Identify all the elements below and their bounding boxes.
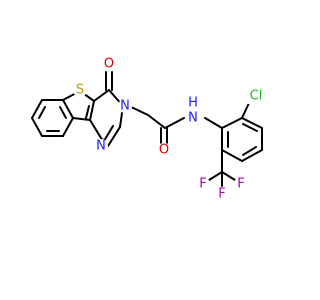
atom-labels: S O N N O N H Cl F xyxy=(73,57,265,202)
ring-nitrogen-3-atom: N xyxy=(118,99,132,114)
fluorine-label-2: F xyxy=(199,177,206,192)
bond xyxy=(204,117,223,129)
bond xyxy=(208,171,223,181)
amide-nitrogen-label: N xyxy=(188,111,198,126)
ring-carbonyl-oxygen-label: O xyxy=(104,57,114,72)
chlorine-label: Cl xyxy=(250,89,263,104)
ring-nitrogen-3-label: N xyxy=(120,99,130,114)
bond xyxy=(147,114,166,129)
sulfur-atom: S xyxy=(73,83,87,98)
bond xyxy=(72,117,91,121)
amide-oxygen-label: O xyxy=(159,143,169,158)
ring-carbonyl-oxygen-atom: O xyxy=(102,57,116,72)
bond-inner xyxy=(59,106,67,119)
amide-hydrogen-label: H xyxy=(188,96,198,111)
bond xyxy=(164,117,185,129)
molecule-structure-diagram: S O N N O N H Cl F xyxy=(31,57,265,202)
bond-inner xyxy=(242,123,258,132)
ring-nitrogen-1-label: N xyxy=(96,139,106,154)
bond xyxy=(93,89,110,102)
sulfur-label: S xyxy=(76,83,84,98)
bond-inner xyxy=(103,125,114,142)
fluorine-atom-2: F xyxy=(196,177,210,192)
bond-inner xyxy=(85,105,90,119)
bond xyxy=(62,117,74,137)
bond xyxy=(221,117,243,129)
bond-inner xyxy=(242,146,257,156)
bond xyxy=(89,119,102,139)
chlorine-atom: Cl xyxy=(245,89,265,104)
bond xyxy=(89,100,95,121)
bond xyxy=(221,149,243,162)
bond xyxy=(241,102,250,119)
bond-inner xyxy=(38,106,46,119)
bond xyxy=(221,171,236,181)
fluorine-label-3: F xyxy=(237,177,244,192)
fluorine-atom-3: F xyxy=(234,177,248,192)
fluorine-atom-1: F xyxy=(215,187,229,202)
bond xyxy=(241,149,263,162)
bond xyxy=(107,126,121,147)
amide-nitrogen-atom: N H xyxy=(186,96,200,126)
bond-lines xyxy=(31,71,263,187)
fluorine-label-1: F xyxy=(218,187,225,202)
bond xyxy=(62,99,74,119)
ring-nitrogen-1-atom: N xyxy=(94,139,108,154)
amide-oxygen-atom: O xyxy=(157,143,171,158)
bond xyxy=(31,117,43,137)
bond xyxy=(31,99,43,119)
bond xyxy=(128,105,149,116)
bond xyxy=(241,117,263,129)
